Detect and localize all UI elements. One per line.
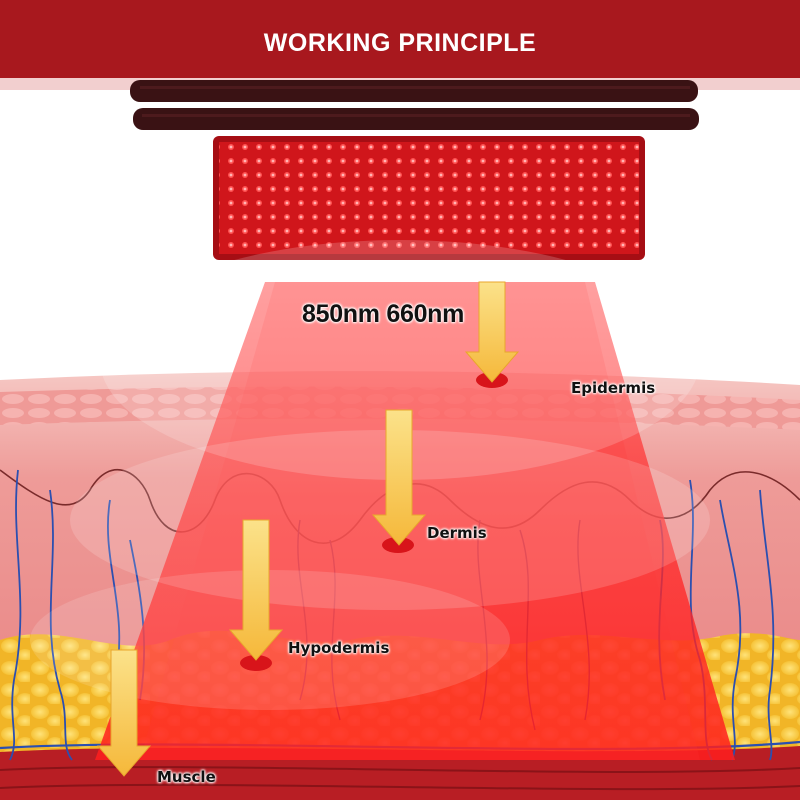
dermis-target-dot [382,537,414,553]
strap-icon [130,80,699,130]
header-banner: WORKING PRINCIPLE [0,0,800,78]
muscle-label: Muscle [157,768,216,786]
wavelength-label: 850nm 660nm [302,300,465,328]
dermis-label: Dermis [427,524,487,542]
page-title: WORKING PRINCIPLE [263,28,537,57]
epidermis-halo [100,240,700,480]
hypodermis-label: Hypodermis [288,639,390,657]
red-light-belt-icon [213,136,645,260]
hypodermis-target-dot [240,655,272,671]
arrow-down-icon [96,281,520,777]
epidermis-label: Epidermis [571,379,656,397]
